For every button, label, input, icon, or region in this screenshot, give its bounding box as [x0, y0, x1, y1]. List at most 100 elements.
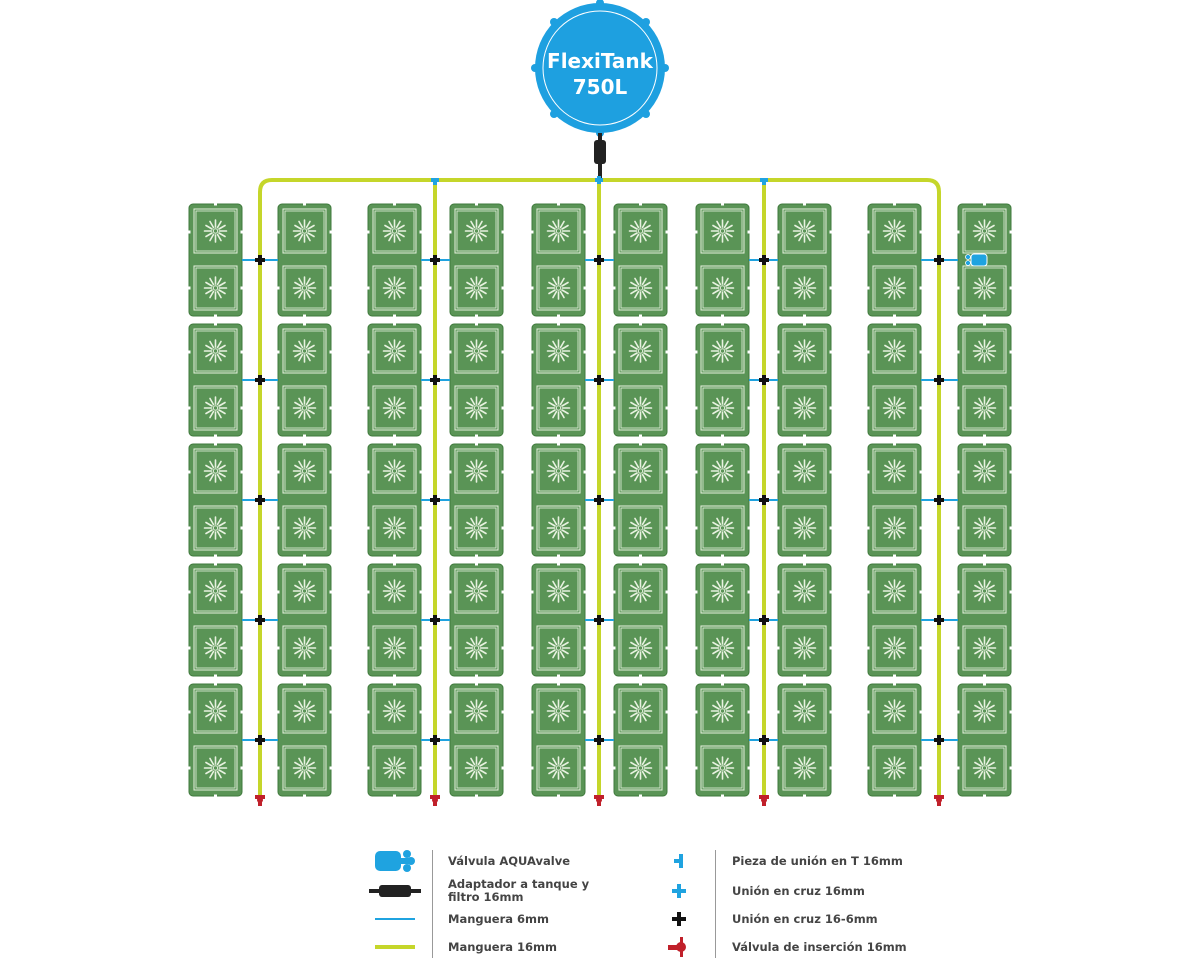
sun-ray	[974, 641, 982, 647]
module-notch	[501, 350, 505, 354]
module-notch	[448, 766, 452, 770]
sun-ray	[397, 472, 405, 478]
module-notch	[366, 470, 370, 474]
sun-ray	[561, 592, 569, 598]
grow-module	[612, 682, 669, 798]
sun-ray	[712, 472, 720, 478]
sun-ray	[985, 593, 991, 602]
sun-ray	[985, 460, 991, 469]
sun-ray	[725, 712, 733, 718]
sun-center	[981, 285, 988, 291]
sun-ray	[641, 233, 647, 242]
sun-center	[473, 348, 480, 354]
sunburst-icon	[382, 459, 407, 483]
sun-ray	[552, 580, 558, 589]
sun-center	[891, 468, 898, 474]
sun-ray	[548, 649, 556, 655]
sun-ray	[798, 530, 804, 539]
module-notch	[919, 590, 923, 594]
sun-ray	[205, 344, 213, 350]
tank-adapter-icon	[369, 885, 421, 897]
sun-ray	[897, 761, 905, 767]
sun-ray	[548, 584, 556, 590]
module-notch	[276, 350, 280, 354]
module-notch	[803, 434, 806, 438]
t-piece-icon	[674, 854, 683, 868]
sun-center	[212, 708, 219, 714]
sun-ray	[384, 592, 392, 598]
sun-ray	[630, 281, 638, 287]
sun-ray	[205, 401, 213, 407]
sun-ray	[807, 641, 815, 647]
sun-ray	[395, 353, 401, 362]
module-notch	[919, 646, 923, 650]
sun-ray	[712, 344, 720, 350]
module-notch	[557, 434, 560, 438]
sun-ray	[470, 580, 476, 589]
sun-ray	[643, 761, 651, 767]
pot-outer	[282, 208, 327, 254]
cross-16-6mm-icon	[672, 912, 686, 926]
sun-ray	[716, 530, 722, 539]
sun-ray	[987, 224, 995, 230]
sun-ray	[712, 641, 720, 647]
sun-ray	[805, 473, 811, 482]
pot-outer	[618, 688, 663, 734]
sun-ray	[985, 637, 991, 646]
sun-ray	[794, 761, 802, 767]
sun-ray	[477, 460, 483, 469]
sun-ray	[205, 521, 213, 527]
sun-ray	[305, 353, 311, 362]
sun-ray	[388, 770, 394, 779]
sun-ray	[987, 761, 995, 767]
module-notch	[665, 470, 669, 474]
insertion-valve-knob	[936, 797, 942, 803]
sun-ray	[209, 460, 215, 469]
sunburst-icon	[382, 756, 407, 780]
sun-ray	[641, 650, 647, 659]
sun-ray	[470, 460, 476, 469]
sun-ray	[552, 530, 558, 539]
sunburst-icon	[882, 756, 907, 780]
sun-center	[981, 468, 988, 474]
pot-outer	[782, 625, 827, 671]
pot-inner	[620, 387, 661, 429]
sun-ray	[985, 757, 991, 766]
sun-ray	[548, 472, 556, 478]
sun-ray	[641, 530, 647, 539]
sun-ray	[807, 472, 815, 478]
sun-ray	[470, 397, 476, 406]
sun-ray	[978, 290, 984, 299]
module-notch	[557, 794, 560, 798]
pot-outer	[372, 568, 417, 614]
module-notch	[448, 590, 452, 594]
sun-ray	[298, 340, 304, 349]
sun-ray	[305, 637, 311, 646]
pot-outer	[618, 265, 663, 311]
sun-ray	[388, 713, 394, 722]
sun-center	[891, 348, 898, 354]
sun-ray	[477, 580, 483, 589]
sun-ray	[798, 397, 804, 406]
sun-center	[981, 348, 988, 354]
sun-ray	[307, 232, 315, 238]
sun-ray	[974, 769, 982, 775]
sun-ray	[807, 521, 815, 527]
legend-item-hose-6mm: Manguera 6mm	[360, 906, 640, 932]
cross-16-6mm	[934, 735, 944, 745]
pot-outer	[700, 328, 745, 374]
sun-ray	[395, 530, 401, 539]
sun-ray	[641, 700, 647, 709]
pot-inner	[195, 627, 236, 669]
sun-center	[637, 708, 644, 714]
sun-ray	[294, 281, 302, 287]
sun-center	[981, 405, 988, 411]
module-notch	[721, 562, 724, 566]
sun-ray	[479, 409, 487, 415]
grow-module	[187, 322, 244, 438]
sun-ray	[388, 220, 394, 229]
sun-ray	[643, 344, 651, 350]
pot-inner	[620, 507, 661, 549]
sun-ray	[641, 757, 647, 766]
sunburst-icon	[203, 756, 228, 780]
